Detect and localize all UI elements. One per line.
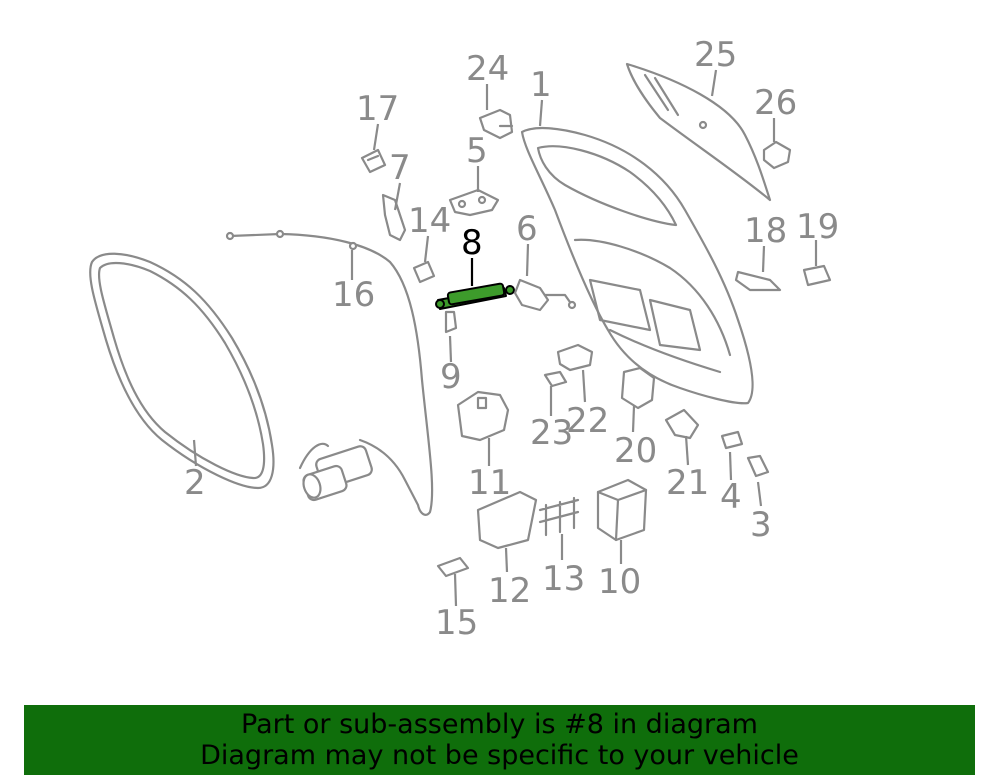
part-14-clip[interactable] [412, 260, 436, 284]
part-22-switch[interactable] [556, 343, 594, 372]
callout-14: 14 [408, 201, 451, 241]
callout-6: 6 [516, 209, 538, 249]
part-4-clip[interactable] [720, 430, 744, 450]
info-banner: Part or sub-assembly is #8 in diagram Di… [24, 705, 975, 775]
callout-18: 18 [744, 211, 787, 251]
callout-12: 12 [488, 571, 531, 611]
callout-4: 4 [720, 477, 742, 517]
callout-19: 19 [796, 207, 839, 247]
callout-16: 16 [332, 275, 375, 315]
part-19-clip[interactable] [802, 264, 832, 287]
part-2-weatherstrip[interactable] [89, 252, 275, 490]
callout-9: 9 [440, 357, 462, 397]
part-8-lift-support[interactable] [435, 282, 515, 310]
callout-11: 11 [468, 463, 511, 503]
callout-8: 8 [461, 223, 483, 263]
part-17-clip[interactable] [360, 148, 387, 174]
part-10-module[interactable] [596, 478, 648, 542]
callout-5: 5 [466, 131, 488, 171]
part-6-latch[interactable] [513, 278, 577, 312]
part-5-bracket[interactable] [448, 188, 500, 217]
part-7-bracket[interactable] [381, 193, 407, 242]
part-23-clip[interactable] [543, 370, 568, 388]
leader-lines [192, 69, 818, 607]
callout-labels: 1 2 3 4 5 6 7 8 9 10 11 12 13 14 15 16 1… [184, 35, 839, 643]
part-11-trim[interactable] [456, 390, 510, 442]
part-lock-actuator[interactable] [298, 442, 373, 502]
callout-2: 2 [184, 463, 206, 503]
callout-3: 3 [750, 505, 772, 545]
callout-15: 15 [435, 603, 478, 643]
callout-13: 13 [542, 559, 585, 599]
part-25-glass[interactable] [625, 62, 772, 202]
callout-22: 22 [566, 401, 609, 441]
callout-20: 20 [614, 431, 657, 471]
part-13-bracket[interactable] [538, 496, 580, 537]
callout-10: 10 [598, 562, 641, 602]
part-9-ball-stud[interactable] [444, 310, 458, 334]
banner-line-2: Diagram may not be specific to your vehi… [200, 740, 799, 771]
callout-25: 25 [694, 35, 737, 75]
callout-1: 1 [530, 65, 552, 105]
part-24-hinge[interactable] [478, 108, 514, 140]
part-26-bumper[interactable] [762, 140, 792, 170]
parts-diagram: 1 2 3 4 5 6 7 8 9 10 11 12 13 14 15 16 1… [89, 35, 839, 643]
callout-7: 7 [389, 148, 411, 188]
part-20-bracket[interactable] [620, 366, 656, 410]
part-18-strip[interactable] [734, 270, 782, 292]
part-1-liftgate[interactable] [520, 126, 754, 405]
callout-26: 26 [754, 83, 797, 123]
part-15-clip[interactable] [436, 556, 470, 578]
callout-24: 24 [466, 49, 509, 89]
callout-17: 17 [356, 89, 399, 129]
callout-23: 23 [530, 413, 573, 453]
part-12-bracket[interactable] [476, 490, 538, 550]
part-16-cable[interactable] [225, 229, 434, 516]
callout-21: 21 [666, 463, 709, 503]
part-3-trim[interactable] [746, 454, 770, 478]
banner-line-1: Part or sub-assembly is #8 in diagram [241, 709, 758, 740]
part-21-bracket[interactable] [664, 408, 700, 440]
